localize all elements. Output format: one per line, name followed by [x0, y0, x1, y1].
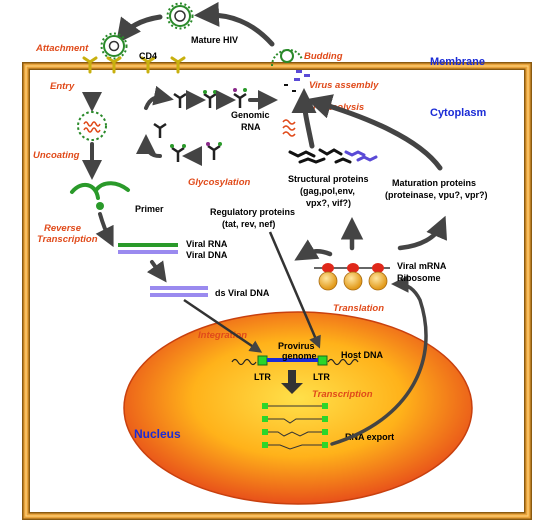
- regulatory-proteins-label-line2: (tat, rev, nef): [222, 219, 275, 229]
- host-dna-label: Host DNA: [341, 350, 383, 360]
- uncoating-capsid-icon: [77, 111, 107, 141]
- primer-label: Primer: [135, 204, 164, 214]
- integration-arrow: [183, 298, 263, 353]
- cell-membrane: [22, 62, 532, 520]
- ds-viral-dna-icon: [150, 286, 208, 297]
- maturation-proteins-label-line2: (proteinase, vpu?, vpr?): [385, 190, 488, 200]
- structural-protein-chains-icon: [288, 148, 378, 164]
- structural-proteins-label-line2: (gag,pol,env,: [300, 186, 355, 196]
- viral-dna-label: Viral DNA: [186, 250, 228, 260]
- structural-proteins-label-line1: Structural proteins: [288, 174, 369, 184]
- genomic-rna-icon: [282, 119, 296, 137]
- rna-dna-hybrid-icon: [118, 243, 178, 254]
- step-reverse-transcription-line1: Reverse: [44, 223, 82, 234]
- assembly-particles-icon: [284, 70, 310, 92]
- reverse-transcription-arrow: [95, 212, 114, 248]
- ltr-left-label: LTR: [254, 372, 271, 382]
- glycosylation-arrows: [136, 85, 278, 166]
- translation-arrows: [294, 215, 448, 261]
- rna-export-arrow: [330, 275, 428, 446]
- cd4-label: CD4: [139, 51, 157, 61]
- step-translation: Translation: [333, 303, 384, 314]
- viral-rna-label: Viral RNA: [186, 239, 228, 249]
- step-virus-assembly: Virus assembly: [309, 80, 379, 91]
- budding-virion-icon: [271, 49, 303, 67]
- nucleus-label: Nucleus: [134, 427, 181, 441]
- genomic-rna-label-line1: Genomic: [231, 110, 270, 120]
- regulatory-proteins-label-line1: Regulatory proteins: [210, 207, 295, 217]
- cytoplasm-label: Cytoplasm: [430, 107, 486, 119]
- genomic-rna-label-line2: RNA: [241, 122, 261, 132]
- provirus-label-line2: genome: [282, 351, 317, 361]
- rna-export-label: RNA export: [345, 432, 394, 442]
- structural-proteins-label-line3: vpx?, vif?): [306, 198, 351, 208]
- mature-hiv-virion-icon: [166, 2, 194, 30]
- assembly-arrows: [291, 88, 443, 171]
- maturation-proteins-label-line1: Maturation proteins: [392, 178, 476, 188]
- mature-hiv-label: Mature HIV: [191, 35, 238, 45]
- membrane-label: Membrane: [430, 56, 485, 68]
- mrna-transcripts-icon: [262, 403, 328, 450]
- viral-mrna-label: Viral mRNA: [397, 261, 447, 271]
- primer-rna-icon: [70, 181, 130, 210]
- step-integration: Integration: [198, 330, 247, 341]
- cd4-receptors: [82, 56, 186, 74]
- provirus-genome-icon: [231, 355, 359, 366]
- ds-dna-arrow: [146, 260, 167, 283]
- step-glycosylation: Glycosylation: [188, 177, 250, 188]
- step-entry: Entry: [50, 81, 75, 92]
- ds-viral-dna-label: ds Viral DNA: [215, 288, 270, 298]
- step-budding: Budding: [304, 51, 343, 62]
- step-transcription: Transcription: [312, 389, 373, 400]
- regulatory-to-nucleus-arrow: [268, 231, 321, 349]
- nucleus: [123, 311, 473, 505]
- step-attachment: Attachment: [35, 43, 89, 54]
- attaching-virion-icon: [100, 32, 128, 60]
- transcription-arrow: [281, 370, 303, 394]
- ribosomes-icon: [314, 263, 390, 291]
- glycoprotein-chain-icon: [153, 92, 247, 162]
- cycle-arrows-top: [115, 1, 275, 47]
- ribosome-label: Ribosome: [397, 273, 441, 283]
- provirus-label-line1: Provirus: [278, 341, 315, 351]
- step-reverse-transcription-line2: Transcription: [37, 234, 98, 245]
- step-uncoating: Uncoating: [33, 150, 80, 161]
- ltr-right-label: LTR: [313, 372, 330, 382]
